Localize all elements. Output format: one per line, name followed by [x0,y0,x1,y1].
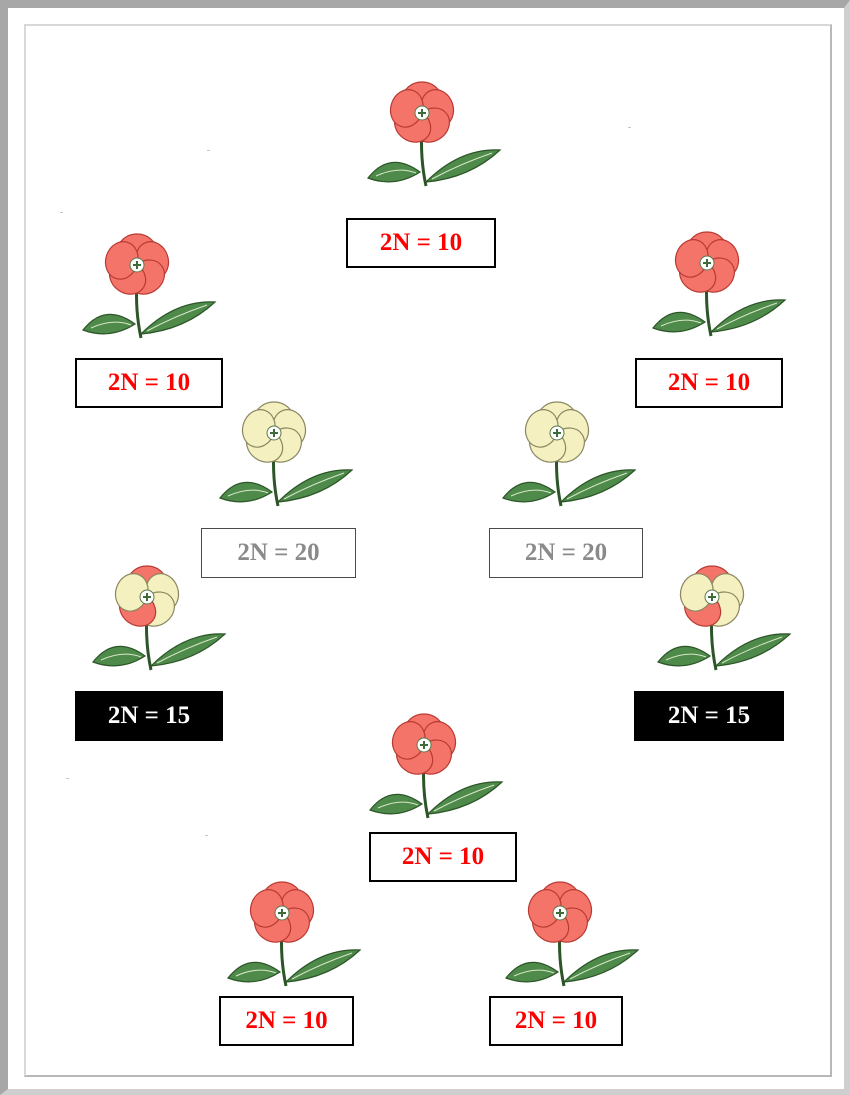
scan-speck [205,835,208,836]
chromosome-label-bottom-center: 2N = 10 [369,832,517,882]
scan-speck [66,778,69,779]
scan-speck [628,127,631,128]
chromosome-label-right-lower: 2N = 15 [634,691,784,741]
scan-speck [207,150,210,151]
red-flower-icon [220,878,370,993]
chromosome-label-left-upper: 2N = 10 [75,358,223,408]
yellow-flower-icon [212,398,362,513]
chromosome-label-bottom-right: 2N = 10 [489,996,623,1046]
chromosome-label-right-middle: 2N = 20 [489,528,643,578]
red-flower-icon [645,228,795,343]
chromosome-label-right-upper: 2N = 10 [635,358,783,408]
red-flower-icon [362,710,512,825]
chromosome-label-left-lower: 2N = 15 [75,691,223,741]
hybrid-flower-icon [650,562,800,677]
scan-speck [741,711,744,712]
red-flower-icon [498,878,648,993]
chromosome-label-top: 2N = 10 [346,218,496,268]
red-flower-icon [360,78,510,193]
red-flower-icon [75,230,225,345]
hybrid-flower-icon [85,562,235,677]
chromosome-label-bottom-left: 2N = 10 [219,996,354,1046]
scan-speck [60,212,63,213]
yellow-flower-icon [495,398,645,513]
